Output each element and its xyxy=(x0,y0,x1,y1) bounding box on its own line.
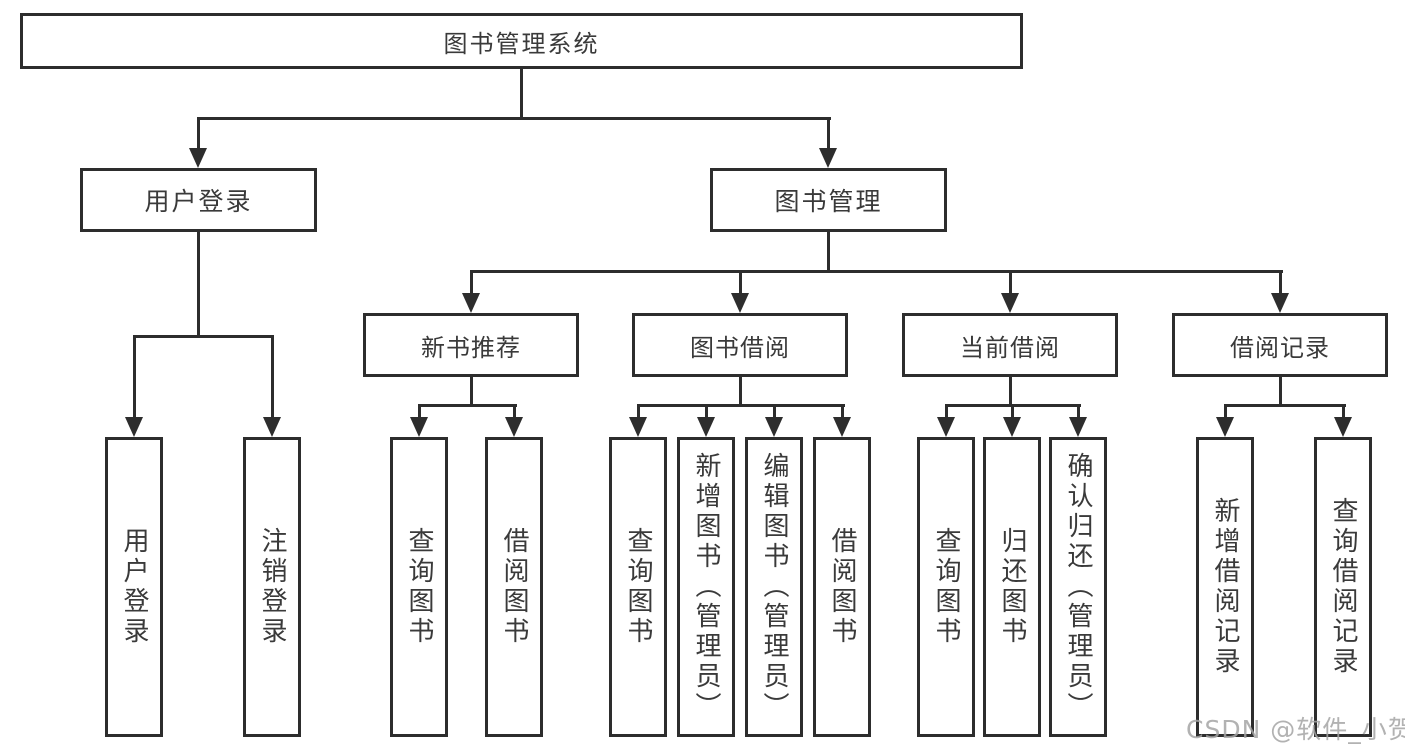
arrow-down-icon xyxy=(505,404,523,437)
node-label: 查询图书 xyxy=(931,527,961,647)
leaf-borrow-books-2: 借阅图书 xyxy=(813,437,871,737)
node-label: 用户登录 xyxy=(144,187,253,216)
leaf-query-books-3: 查询图书 xyxy=(917,437,975,737)
node-current-borrowing: 当前借阅 xyxy=(902,313,1118,377)
arrow-down-icon xyxy=(1216,404,1234,437)
node-label: 借阅图书 xyxy=(499,527,529,647)
leaf-edit-book-admin: 编辑图书（管理员） xyxy=(745,437,803,737)
arrow-down-icon xyxy=(189,117,207,168)
arrow-down-icon xyxy=(1003,404,1021,437)
node-label: 查询借阅记录 xyxy=(1328,497,1358,677)
node-user-login: 用户登录 xyxy=(80,168,317,232)
node-label: 用户登录 xyxy=(119,527,149,647)
node-label: 查询图书 xyxy=(623,527,653,647)
leaf-confirm-return-admin: 确认归还（管理员） xyxy=(1049,437,1107,737)
node-label: 归还图书 xyxy=(997,527,1027,647)
connector-line xyxy=(133,335,274,338)
leaf-add-book-admin: 新增图书（管理员） xyxy=(677,437,735,737)
connector-line xyxy=(1009,377,1012,407)
connector-line xyxy=(1279,377,1282,407)
arrow-down-icon xyxy=(1001,270,1019,313)
node-label: 编辑图书（管理员） xyxy=(759,452,789,722)
leaf-query-books: 查询图书 xyxy=(390,437,448,737)
node-label: 确认归还（管理员） xyxy=(1063,452,1093,722)
arrow-down-icon xyxy=(263,335,281,437)
leaf-query-books-2: 查询图书 xyxy=(609,437,667,737)
leaf-borrow-books: 借阅图书 xyxy=(485,437,543,737)
node-library-management-system: 图书管理系统 xyxy=(20,13,1023,69)
arrow-down-icon xyxy=(833,404,851,437)
node-label: 查询图书 xyxy=(404,527,434,647)
node-label: 借阅图书 xyxy=(827,527,857,647)
node-label: 新增借阅记录 xyxy=(1210,497,1240,677)
connector-line xyxy=(1224,404,1346,407)
node-new-book-recommend: 新书推荐 xyxy=(363,313,579,377)
node-label: 新增图书（管理员） xyxy=(691,452,721,722)
arrow-down-icon xyxy=(765,404,783,437)
arrow-down-icon xyxy=(819,117,837,168)
node-label: 图书管理系统 xyxy=(443,29,600,58)
arrow-down-icon xyxy=(1334,404,1352,437)
leaf-add-borrow-record: 新增借阅记录 xyxy=(1196,437,1254,737)
connector-line xyxy=(827,232,830,273)
node-label: 图书借阅 xyxy=(690,333,790,362)
leaf-user-login: 用户登录 xyxy=(105,437,163,737)
node-book-management: 图书管理 xyxy=(710,168,947,232)
connector-line xyxy=(197,232,200,338)
arrow-down-icon xyxy=(629,404,647,437)
arrow-down-icon xyxy=(697,404,715,437)
arrow-down-icon xyxy=(1069,404,1087,437)
connector-line xyxy=(470,270,1283,273)
arrow-down-icon xyxy=(1271,270,1289,313)
connector-line xyxy=(470,377,473,407)
node-borrowing-records: 借阅记录 xyxy=(1172,313,1388,377)
connector-line xyxy=(520,69,523,120)
node-label: 注销登录 xyxy=(257,527,287,647)
arrow-down-icon xyxy=(731,270,749,313)
connector-line xyxy=(197,117,831,120)
leaf-query-borrow-record: 查询借阅记录 xyxy=(1314,437,1372,737)
connector-line xyxy=(637,404,845,407)
node-label: 当前借阅 xyxy=(960,333,1060,362)
node-book-borrowing: 图书借阅 xyxy=(632,313,848,377)
arrow-down-icon xyxy=(462,270,480,313)
leaf-return-book: 归还图书 xyxy=(983,437,1041,737)
connector-line xyxy=(418,404,517,407)
arrow-down-icon xyxy=(125,335,143,437)
arrow-down-icon xyxy=(937,404,955,437)
arrow-down-icon xyxy=(410,404,428,437)
node-label: 图书管理 xyxy=(774,187,883,216)
connector-line xyxy=(739,377,742,407)
node-label: 新书推荐 xyxy=(421,333,521,362)
node-label: 借阅记录 xyxy=(1230,333,1330,362)
leaf-logout: 注销登录 xyxy=(243,437,301,737)
watermark: CSDN @软件_小贺同学 xyxy=(1186,715,1405,744)
